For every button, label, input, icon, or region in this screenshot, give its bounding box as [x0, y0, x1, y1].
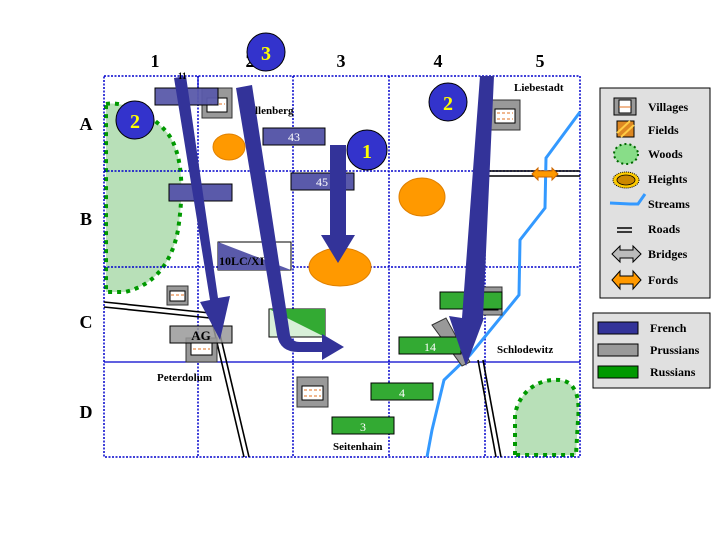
- ford-icon: [611, 269, 642, 291]
- svg-text:1: 1: [362, 141, 372, 163]
- legend-swatch-prussians: [597, 343, 639, 357]
- legend-label: Villages: [648, 100, 689, 114]
- legend-label: Russians: [650, 365, 696, 379]
- village-icon: [613, 97, 637, 116]
- column-label: 1: [151, 51, 160, 71]
- ford-icon: [531, 166, 559, 182]
- village-icon: [489, 99, 521, 131]
- legend-label: Woods: [648, 147, 683, 161]
- legend-label: French: [650, 321, 687, 335]
- height-hill: [212, 133, 246, 161]
- village-icon: [296, 376, 329, 408]
- french-attack-arrow: [174, 76, 230, 340]
- unit-label: AG: [191, 328, 211, 343]
- unit-label: 43: [288, 130, 300, 144]
- unit-label: 4: [399, 386, 405, 400]
- unit-label: 14: [424, 340, 436, 354]
- bridge-icon: [611, 244, 642, 264]
- arrow-number-badge: 3: [246, 32, 286, 72]
- place-label: Peterdolum: [157, 372, 212, 384]
- unit-label: 3: [360, 420, 366, 434]
- legend-label: Fields: [648, 123, 679, 137]
- russian-unit[interactable]: 4: [370, 382, 434, 401]
- svg-text:2: 2: [130, 111, 140, 133]
- village-icon: [166, 285, 189, 306]
- legend-label: Fords: [648, 273, 678, 287]
- prussian-unit[interactable]: AG: [169, 325, 233, 344]
- place-label: Liebestadt: [514, 82, 564, 94]
- woods-area: [513, 377, 581, 457]
- french-unit[interactable]: 10LC/XI: [217, 241, 292, 271]
- svg-text:3: 3: [261, 43, 271, 65]
- legend-label: Bridges: [648, 247, 688, 261]
- place-label: llenberg: [255, 105, 294, 117]
- arrow-number-badge: 2: [115, 100, 155, 140]
- woods-icon: [613, 143, 639, 165]
- forces-legend: French Prussians Russians: [592, 312, 711, 389]
- terrain-legend: Villages Fields Woods Heights Streams Ro…: [599, 87, 711, 299]
- fields-icon: [616, 120, 635, 138]
- french-unit[interactable]: 43: [262, 127, 326, 146]
- arrow-number-badge: 2: [428, 82, 468, 122]
- row-label: A: [80, 114, 93, 134]
- place-label: Seitenhain: [333, 441, 383, 453]
- place-label: Schlodewitz: [497, 344, 553, 356]
- road-icon: [617, 227, 632, 233]
- stream-icon: [609, 193, 647, 206]
- row-label: C: [80, 312, 93, 332]
- column-label: 5: [536, 51, 545, 71]
- legend-swatch-french: [597, 321, 639, 335]
- row-label: D: [80, 402, 93, 422]
- russian-unit[interactable]: 14: [398, 336, 462, 355]
- unit-label: 45: [316, 175, 328, 189]
- arrow-number-badge: 1: [346, 129, 388, 171]
- row-label: B: [80, 209, 92, 229]
- height-hill: [398, 177, 446, 217]
- heights-icon: [612, 171, 640, 189]
- column-label: 4: [434, 51, 443, 71]
- legend-label: Prussians: [650, 343, 700, 357]
- row-headers: A B C D: [80, 114, 93, 422]
- arrow-tail-mark: 11: [178, 71, 187, 81]
- column-label: 3: [337, 51, 346, 71]
- svg-text:2: 2: [443, 93, 453, 115]
- french-attack-arrow: [236, 85, 344, 360]
- legend-swatch-russians: [597, 365, 639, 379]
- russian-unit[interactable]: 3: [331, 416, 395, 435]
- column-headers: 1 2 3 4 5: [151, 51, 545, 71]
- legend-label: Streams: [648, 197, 690, 211]
- legend-label: Roads: [648, 222, 680, 236]
- legend-label: Heights: [648, 172, 688, 186]
- french-attack-arrow: [449, 76, 494, 366]
- unit-label: 10LC/XI: [219, 254, 265, 268]
- french-attack-arrow: [321, 145, 355, 263]
